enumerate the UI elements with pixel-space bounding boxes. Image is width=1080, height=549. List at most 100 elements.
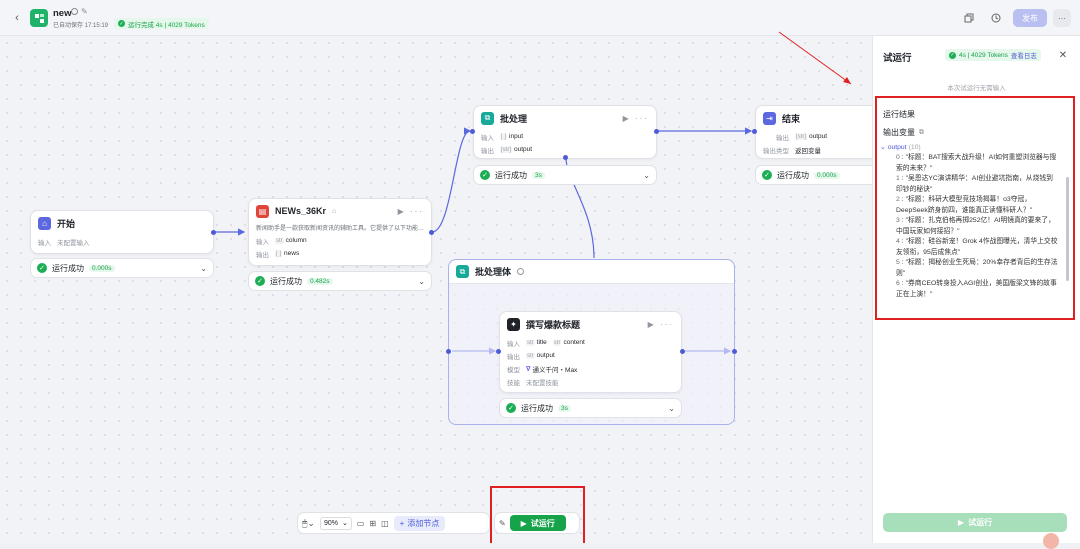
batch-body-port[interactable] [563, 155, 568, 160]
output-vars-text: 输出变量 [883, 128, 915, 137]
output-var: output [514, 146, 533, 153]
node-title: 开始 [57, 218, 76, 229]
end-node[interactable]: ⇥结束 输出[str]output 输出类型返回变量 [755, 105, 885, 159]
minimap-icon[interactable]: ◫ [381, 518, 389, 528]
history-icon[interactable] [990, 12, 1002, 24]
body-output-port[interactable] [732, 349, 737, 354]
news-output-port[interactable] [429, 230, 434, 235]
node-input-label: 输入 [256, 238, 269, 246]
publish-button[interactable]: 发布 [1013, 9, 1047, 27]
node-input-label: 输入 [38, 239, 51, 247]
body-input-port[interactable] [446, 349, 451, 354]
autosave-text: 已自动保存 17:15:19 [53, 23, 109, 29]
add-node-button[interactable]: +添加节点 [393, 515, 446, 531]
list-item: 3: "标题：扎克伯格再掷252亿！AI明镜真的要来了，中国玩家如何接招？" [896, 217, 1055, 235]
info-icon[interactable] [71, 8, 78, 15]
item-text: "券商CEO转身投入AGI创业，美国版梁文锋的故事正在上演！" [896, 280, 1057, 298]
grid-icon[interactable]: ⊞ [369, 518, 377, 528]
start-node[interactable]: ⌂开始 输入未配置输入 [30, 210, 214, 254]
view-log-link[interactable]: 查看日志 [1010, 53, 1037, 60]
start-output-port[interactable] [211, 230, 216, 235]
result-title: 运行结果 [883, 110, 915, 119]
copy-icon[interactable] [963, 12, 975, 24]
output-key: output [887, 144, 907, 151]
batch-input-port[interactable] [470, 129, 475, 134]
end-input-port[interactable] [752, 129, 757, 134]
panel-status-badge: ✓ 4s | 4029 Tokens 查看日志 [945, 49, 1041, 61]
exit-icon: ⇥ [763, 111, 776, 125]
output-key-row[interactable]: ⌄output(10) [880, 143, 1068, 153]
list-item: 4: "标题：硅谷新宠！Grok 4作战图曝光，清华上交校友领衔，95后成焦点" [896, 238, 1058, 256]
node-actions-icon[interactable]: ▶ ··· [397, 206, 424, 216]
status-badge: ✓ 运行完成 4s | 4029 Tokens [114, 18, 209, 29]
bottom-toolbar: 🖱⌄ 90%⌄ ▭ ⊞ ◫ +添加节点 [297, 512, 490, 534]
news-plugin-node[interactable]: ▤NEWs_36Kr⌂▶ ··· 新闻助手是一款获取新闻资讯的辅助工具。它提供了… [248, 198, 432, 266]
list-item: 6: "券商CEO转身投入AGI创业，美国版梁文锋的故事正在上演！" [896, 280, 1057, 298]
node-actions-icon[interactable]: ▶ ··· [622, 113, 649, 123]
node-actions-icon[interactable]: ▶ ··· [647, 319, 674, 329]
node-title: 结束 [782, 113, 801, 124]
plugin-badge-icon: ⌂ [332, 207, 337, 215]
array-type-tag: [str] [500, 146, 512, 153]
output-scrollbar[interactable] [1066, 177, 1069, 281]
run-status-text: 运行成功 [52, 263, 84, 273]
batch-output-port[interactable] [654, 129, 659, 134]
run-status-text: 运行成功 [777, 170, 809, 180]
comment-icon[interactable]: ▭ [356, 518, 365, 528]
zoom-select[interactable]: 90%⌄ [319, 516, 352, 530]
info-icon[interactable] [517, 268, 525, 275]
array-type-tag: [ ] [500, 133, 508, 140]
array-type-tag: [str] [795, 133, 807, 140]
close-icon[interactable]: ✕ [1058, 49, 1068, 61]
check-circle-icon: ✓ [118, 20, 125, 27]
check-circle-icon: ✓ [480, 170, 490, 180]
string-type-tag: str [552, 339, 562, 346]
string-type-tag: str [526, 352, 535, 359]
copy-icon[interactable]: ⧉ [919, 128, 924, 136]
model-value: 通义千问・Max [532, 366, 578, 374]
run-toolbar: ✎ ▶试运行 [494, 512, 580, 534]
mouse-mode-icon[interactable]: 🖱⌄ [302, 517, 315, 528]
avatar [1043, 533, 1059, 549]
output-tree[interactable]: ⌄output(10) 0: "标题：BAT搜索大战升级！AI如何重塑浏览器与搜… [880, 143, 1068, 303]
panel-title: 试运行 [883, 53, 912, 64]
workflow-canvas[interactable] [0, 36, 872, 543]
back-icon[interactable]: ‹ [15, 12, 19, 24]
check-circle-icon: ✓ [762, 170, 772, 180]
node-input-value: 未配置输入 [57, 239, 90, 247]
string-type-tag: str [526, 339, 535, 346]
item-index: 4 [896, 238, 900, 245]
item-text: "标题：揭秘创业生死局：20%幸存者背后的生存法则" [896, 259, 1058, 277]
output-var: output [536, 352, 555, 359]
input-var: input [509, 133, 524, 140]
end-run-status[interactable]: ✓ 运行成功 0.000s [755, 165, 885, 185]
test-run-label: 试运行 [530, 518, 555, 528]
output-type-label: 输出类型 [763, 147, 789, 155]
input-var: title [536, 339, 547, 346]
run-time-badge: 0.000s [814, 171, 840, 179]
panel-run-button[interactable]: ▶试运行 [883, 513, 1067, 532]
item-index: 5 [896, 259, 900, 266]
check-circle-icon: ✓ [255, 276, 265, 286]
edit-icon[interactable]: ✎ [81, 7, 88, 16]
node-title: 撰写爆款标题 [526, 319, 581, 330]
debug-icon[interactable]: ✎ [499, 518, 506, 528]
run-status-text: 运行成功 [270, 276, 302, 286]
chevron-down-icon: ⌄ [341, 520, 348, 527]
test-run-button[interactable]: ▶试运行 [509, 515, 566, 531]
llm-output-port[interactable] [680, 349, 685, 354]
item-index: 2 [896, 196, 900, 203]
no-input-hint: 本次试运行无需输入 [947, 85, 1006, 92]
more-button[interactable]: ··· [1053, 9, 1071, 27]
model-label: 模型 [507, 366, 520, 374]
run-time-badge: 3s [558, 404, 571, 412]
llm-input-port[interactable] [496, 349, 501, 354]
batch-node[interactable]: ⧉批处理▶ ··· 输入[ ]input 输出[str]output [473, 105, 657, 159]
item-index: 0 [896, 154, 900, 161]
item-index: 6 [896, 280, 900, 287]
